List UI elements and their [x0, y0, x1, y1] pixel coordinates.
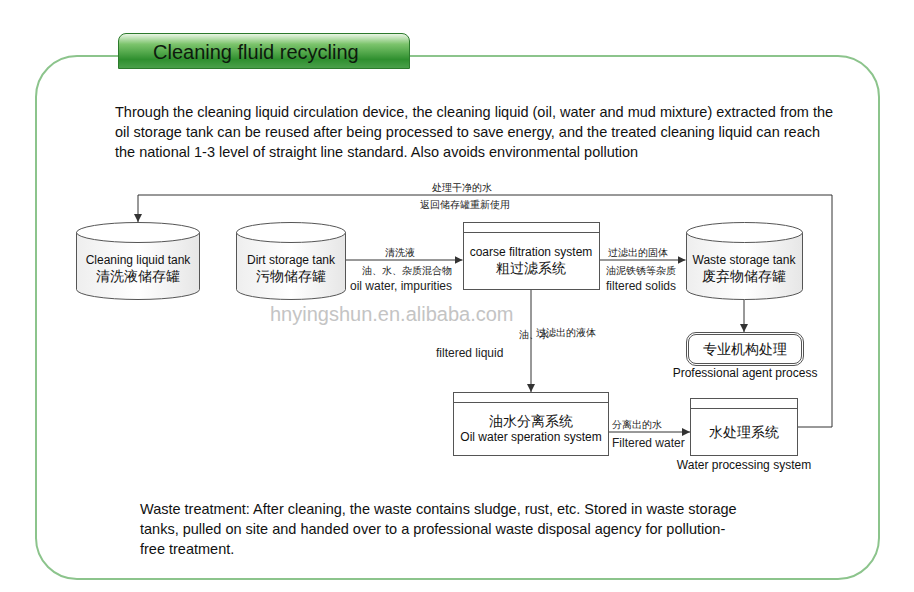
edge-label: 处理干净的水 [432, 182, 492, 195]
intro-paragraph: Through the cleaning liquid circulation … [115, 102, 840, 162]
waste-tank: Waste storage tank废弃物储存罐 [686, 222, 803, 300]
node-text: 专业机构处理 [703, 341, 787, 358]
flow-arrow [600, 260, 686, 261]
flow-note: oil water, impurities [350, 279, 452, 293]
node-text: 清洗液储存罐 [96, 268, 180, 285]
cleaning-tank: Cleaning liquid tank清洗液储存罐 [76, 222, 200, 300]
node-content: Dirt storage tank污物储存罐 [236, 222, 346, 300]
flow-note: 返回储存罐重新使用 [420, 199, 510, 212]
node-text: Dirt storage tank [247, 253, 335, 268]
filtration-box: coarse filtration system粗过滤系统 [463, 222, 600, 290]
flow-note: 油、水 [519, 330, 529, 340]
watermark: hnyingshun.en.alibaba.com [268, 303, 516, 326]
node-text: 废弃物储存罐 [702, 268, 786, 285]
header-band-line [691, 408, 797, 409]
tank-lid [686, 223, 802, 243]
edge-label: 分离出的水 [612, 419, 662, 432]
flow-note: filtered liquid [436, 346, 503, 360]
flow-note: Filtered water [612, 436, 685, 450]
flow-arrow [346, 260, 463, 261]
node-text: 水处理系统 [709, 424, 779, 441]
edge-label: 过滤出的固体 [608, 247, 668, 260]
node-content: 水处理系统 [691, 399, 797, 455]
outside-caption: Water processing system [677, 458, 811, 473]
dirt-tank: Dirt storage tank污物储存罐 [236, 222, 346, 300]
flow-note: filtered solids [606, 279, 676, 293]
agency-box: 专业机构处理Professional agent process [686, 332, 804, 366]
node-text: Waste storage tank [693, 253, 796, 268]
node-text: coarse filtration system [470, 245, 593, 260]
edge-label: 过滤出的液体 [536, 328, 546, 338]
node-content: 专业机构处理 [689, 335, 801, 363]
tank-lid [77, 223, 200, 243]
water-box: 水处理系统Water processing system [690, 398, 798, 456]
flow-arrow [744, 300, 745, 332]
flow-note: 油、水、杂质混合物 [362, 265, 452, 278]
flow-arrow [609, 432, 690, 433]
outside-caption: Professional agent process [673, 366, 818, 381]
title-text: Cleaning fluid recycling [153, 41, 359, 64]
flow-note: 油泥铁锈等杂质 [606, 265, 676, 278]
node-content: Cleaning liquid tank清洗液储存罐 [76, 222, 200, 300]
tank-lid [237, 223, 346, 243]
flow-arrow [531, 290, 532, 392]
node-content: Waste storage tank废弃物储存罐 [686, 222, 803, 300]
node-text: 污物储存罐 [256, 268, 326, 285]
waste-paragraph: Waste treatment: After cleaning, the was… [140, 499, 740, 559]
header-band-line [454, 402, 608, 403]
node-content: coarse filtration system粗过滤系统 [464, 223, 599, 289]
title-tab: Cleaning fluid recycling [118, 33, 410, 69]
node-text: 粗过滤系统 [496, 260, 566, 277]
node-text: Cleaning liquid tank [86, 253, 191, 268]
node-text: 油水分离系统 [489, 413, 573, 430]
separation-box: 油水分离系统Oil water speration system [453, 392, 609, 456]
header-band-line [464, 232, 599, 233]
node-text: Oil water speration system [460, 430, 601, 445]
node-content: 油水分离系统Oil water speration system [454, 393, 608, 455]
edge-label: 清洗液 [385, 247, 415, 260]
